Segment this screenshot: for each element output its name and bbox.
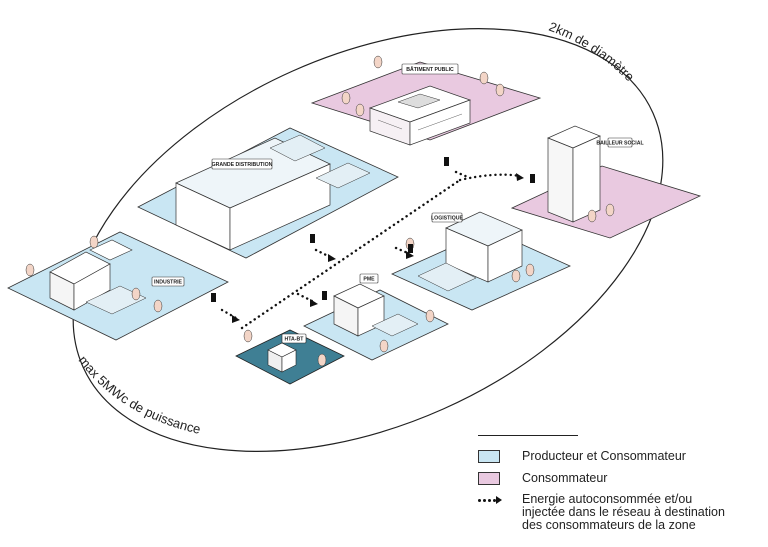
legend-divider <box>478 435 578 436</box>
legend-producer-label: Producteur et Consommateur <box>522 449 686 463</box>
parcel-pme: PME <box>303 273 449 361</box>
energy-flow-arrows <box>232 173 524 323</box>
diameter-label: 2km de diamètre <box>547 19 637 84</box>
legend-energy-line1: Energie autoconsommée et/ou <box>522 492 693 506</box>
legend-item-producer: Producteur et Consommateur <box>478 450 686 463</box>
label-grande-distribution: GRANDE DISTRIBUTION <box>212 162 273 168</box>
parcel-grande-distribution: GRANDE DISTRIBUTION <box>137 127 399 259</box>
meters <box>211 157 535 302</box>
producer-swatch <box>478 450 500 463</box>
legend-item-consumer: Consommateur <box>478 472 607 485</box>
dotted-arrow-icon <box>478 493 502 506</box>
parcel-ground <box>7 231 229 341</box>
parcel-ground <box>510 165 702 239</box>
consumer-swatch <box>478 472 500 485</box>
label-batiment-public: BÂTIMENT PUBLIC <box>406 66 454 73</box>
label-hta-bt: HTA-BT <box>285 337 305 343</box>
parcel-logistique: LOGISTIQUE <box>391 211 571 311</box>
legend-energy-line3: des consommateurs de la zone <box>522 518 696 532</box>
legend-consumer-label: Consommateur <box>522 471 608 485</box>
legend-energy-line2: injectée dans le réseau à destination <box>522 505 725 519</box>
parcel-industrie: INDUSTRIE <box>7 231 229 341</box>
label-logistique: LOGISTIQUE <box>431 216 464 222</box>
zone-ellipse <box>72 28 664 452</box>
power-label: max 5MWc de puissance <box>76 353 202 437</box>
label-bailleur-social: BAILLEUR SOCIAL <box>596 141 644 147</box>
parcel-bailleur-social: BAILLEUR SOCIAL <box>510 125 702 239</box>
label-pme: PME <box>363 277 375 283</box>
label-industrie: INDUSTRIE <box>154 280 182 286</box>
parcel-hta-bt: HTA-BT <box>235 329 345 385</box>
legend-item-energy: Energie autoconsommée et/ou injectée dan… <box>478 493 725 532</box>
